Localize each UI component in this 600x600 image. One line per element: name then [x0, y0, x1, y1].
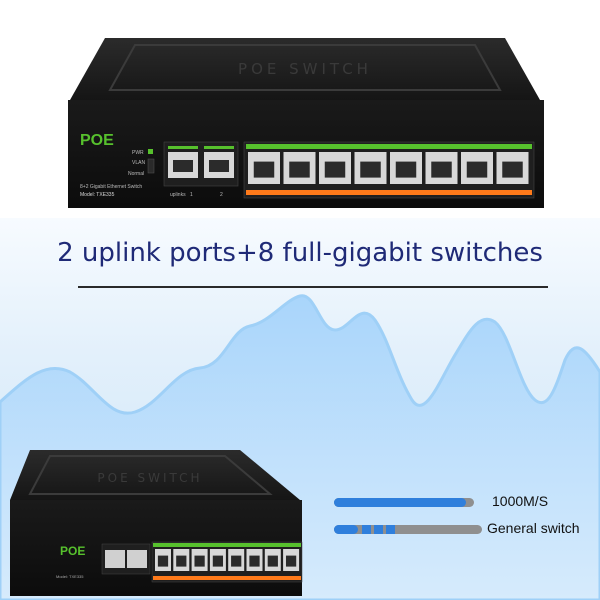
small-poe-port-socket-2	[176, 555, 187, 567]
uplink-port-group: uplinks 1 2	[163, 141, 239, 198]
poe-port-socket-3	[324, 161, 346, 178]
small-poe-port-socket-6	[249, 555, 260, 567]
general-switch-label: General switch	[487, 520, 580, 536]
poe-orange-strip	[246, 190, 532, 195]
model-line-1: 8+2 Gigabit Ethernet Switch	[80, 184, 142, 190]
small-poe-port-socket-8	[285, 555, 297, 567]
cover-embossed-text: POE SWITCH	[238, 60, 372, 78]
small-poe-port-socket-4	[212, 555, 224, 567]
uplink-number-1: 1	[190, 192, 193, 198]
speed-legend-bars	[334, 498, 482, 534]
small-poe-port-socket-5	[231, 555, 242, 567]
poe-port-socket-4	[360, 161, 381, 178]
poe-port-group	[243, 141, 535, 199]
poe-switch-small: POE SWITCH POE Model: TXE335	[10, 450, 303, 596]
poe-port-socket-7	[466, 161, 488, 178]
small-poe-port-socket-7	[267, 555, 278, 567]
small-model-line: Model: TXE335	[56, 574, 84, 579]
fast-speed-label: 1000M/S	[492, 493, 549, 509]
normal-label: Normal	[128, 171, 144, 177]
poe-port-socket-1	[253, 161, 275, 178]
small-cover-embossed-text: POE SWITCH	[97, 471, 202, 485]
vlan-toggle	[147, 158, 155, 174]
general-bar-fill-c	[374, 525, 383, 534]
poe-port-socket-5	[395, 161, 417, 178]
poe-port-socket-2	[289, 161, 310, 178]
general-bar-fill-a	[334, 525, 358, 534]
poe-badge: POE	[80, 132, 114, 149]
switch-top-cover	[70, 38, 540, 100]
model-line-2: Model: TXE335	[80, 192, 115, 198]
poe-port-socket-8	[502, 161, 523, 178]
small-uplink-ports	[101, 543, 151, 575]
poe-green-strip	[246, 144, 532, 149]
vlan-label: VLAN	[132, 160, 145, 166]
small-switch-top-cover	[10, 450, 300, 500]
pwr-label: PWR	[132, 150, 144, 156]
general-bar-fill-b	[362, 525, 371, 534]
small-poe-port-socket-1	[157, 555, 169, 567]
headline: 2 uplink ports+8 full-gigabit switches	[57, 238, 543, 268]
fast-bar-fill	[334, 498, 466, 507]
uplink-number-2: 2	[220, 192, 223, 198]
small-poe-port-socket-3	[194, 555, 205, 567]
pwr-led	[148, 149, 153, 154]
small-poe-ports	[151, 541, 303, 583]
poe-port-socket-6	[431, 161, 452, 178]
general-bar-fill-d	[386, 525, 395, 534]
headline-divider	[78, 286, 548, 288]
uplink-label: uplinks	[170, 192, 186, 198]
poe-switch-large: POE SWITCH POE PWR VLAN Normal 8+2 Gigab…	[68, 38, 544, 208]
small-poe-badge: POE	[60, 544, 85, 558]
